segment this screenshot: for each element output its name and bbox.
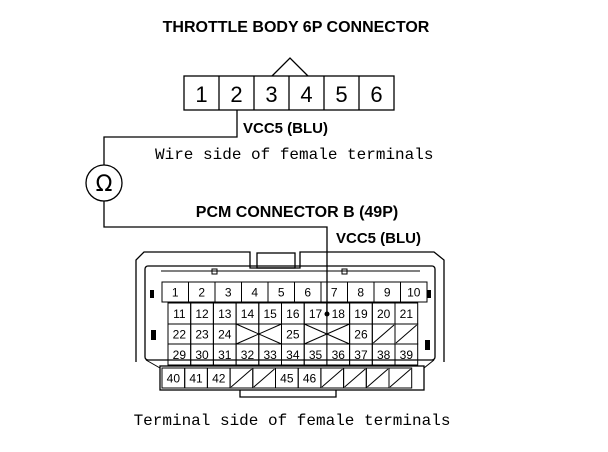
pcm-terminal-label: 8 [357, 286, 364, 300]
pcm-cavity [303, 323, 328, 345]
pcm-terminal-label: 13 [218, 307, 232, 321]
pcm-terminal-label: 40 [167, 372, 181, 386]
pcm-terminal-label: 42 [212, 372, 226, 386]
pcm-terminal-label: 15 [263, 307, 277, 321]
pcm-terminal-label: 35 [309, 348, 323, 362]
pcm-terminal-label: 14 [241, 307, 255, 321]
pcm-terminal-label: 23 [195, 328, 209, 342]
throttle-pin-5: 5 [335, 82, 347, 107]
empty-cavity-mark [395, 324, 418, 344]
pcm-terminal-label: 26 [354, 328, 368, 342]
pcm-terminal-label: 33 [263, 348, 277, 362]
throttle-connector-title: THROTTLE BODY 6P CONNECTOR [163, 19, 430, 36]
pcm-terminal-label: 17 [309, 307, 323, 321]
pcm-terminal-label: 24 [218, 328, 232, 342]
pcm-terminal-label: 19 [354, 307, 368, 321]
pcm-terminal-label: 37 [354, 348, 368, 362]
pcm-terminal-label: 5 [278, 286, 285, 300]
pcm-cavity [235, 323, 260, 345]
pcm-terminal-label: 7 [331, 286, 338, 300]
throttle-pin-2: 2 [230, 82, 242, 107]
empty-cavity-mark [389, 368, 412, 388]
pcm-cavity [388, 367, 413, 389]
ohm-symbol: Ω [96, 172, 113, 197]
pcm-terminal-label: 4 [251, 286, 258, 300]
connector-lock-tab [271, 57, 309, 77]
pcm-terminal-label: 41 [189, 372, 203, 386]
pcm-terminal-label: 20 [377, 307, 391, 321]
pcm-terminal-label: 30 [195, 348, 209, 362]
pcm-terminal-label: 34 [286, 348, 300, 362]
empty-cavity-mark [372, 324, 395, 344]
throttle-connector: 1 2 3 4 5 6 [183, 57, 395, 111]
pcm-terminal-label: 11 [173, 307, 186, 321]
throttle-pin-3: 3 [265, 82, 277, 107]
pcm-connector-title: PCM CONNECTOR B (49P) [196, 204, 398, 221]
blocked-cavity-mark [303, 323, 350, 345]
throttle-pin-1: 1 [195, 82, 207, 107]
pcm-terminal-label: 21 [400, 307, 414, 321]
pcm-terminal-label: 45 [280, 372, 294, 386]
pcm-terminal-label: 46 [303, 372, 317, 386]
pcm-terminal-label: 9 [384, 286, 391, 300]
blocked-cavity-mark [235, 323, 282, 345]
throttle-pin-4: 4 [300, 82, 312, 107]
empty-cavity-mark [253, 368, 275, 388]
throttle-pin-6: 6 [370, 82, 382, 107]
pcm-terminal-label: 38 [377, 348, 391, 362]
pcm-terminal-label: 3 [225, 286, 232, 300]
pcm-terminal-label: 10 [407, 286, 421, 300]
pcm-terminal-label: 22 [173, 328, 187, 342]
pcm-terminal-label: 6 [304, 286, 311, 300]
pcm-terminal-label: 39 [400, 348, 414, 362]
pcm-view-label: Terminal side of female terminals [134, 412, 451, 430]
probe-wire-upper [103, 110, 238, 165]
pcm-terminal-label: 18 [332, 307, 346, 321]
pcm-terminal-label: 16 [286, 307, 300, 321]
pcm-terminal-label: 25 [286, 328, 300, 342]
empty-cavity-mark [321, 368, 343, 388]
pcm-cavity [258, 323, 282, 345]
pcm-probe-label: VCC5 (BLU) [336, 230, 421, 247]
pcm-cavity [326, 323, 351, 345]
pcm-terminal-label: 29 [173, 348, 187, 362]
pcm-cavity [400, 281, 428, 303]
pcm-terminal-label: 1 [172, 286, 179, 300]
pcm-terminal-label: 32 [241, 348, 255, 362]
empty-cavity-mark [344, 368, 366, 388]
throttle-probe-label: VCC5 (BLU) [243, 120, 328, 137]
pcm-terminal-label: 12 [195, 307, 209, 321]
pcm-terminal-label: 2 [198, 286, 205, 300]
pcm-cavity [394, 343, 419, 366]
empty-cavity-mark [366, 368, 389, 388]
empty-cavity-mark [230, 368, 253, 388]
throttle-view-label: Wire side of female terminals [155, 146, 433, 164]
pcm-terminal-label: 31 [218, 348, 232, 362]
pcm-terminal-label: 36 [332, 348, 346, 362]
